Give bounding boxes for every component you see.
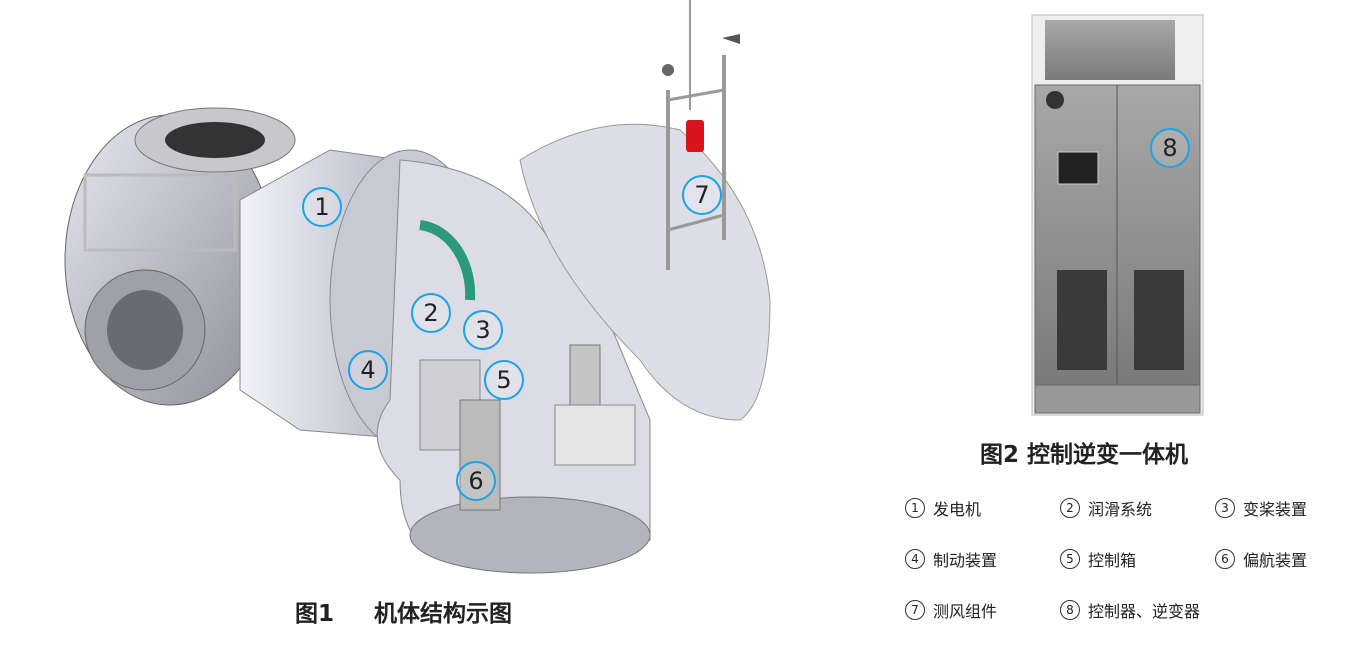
control-cabinet — [1031, 14, 1204, 416]
legend-label: 变桨装置 — [1243, 500, 1308, 519]
legend-item: 8 控制器、逆变器 — [1060, 598, 1200, 622]
legend-item: 2 润滑系统 — [1060, 496, 1152, 520]
callout-1: 1 — [302, 187, 342, 227]
legend-num: 6 — [1215, 549, 1235, 569]
legend-num: 8 — [1060, 600, 1080, 620]
anemometer — [662, 64, 674, 76]
callout-4: 4 — [348, 350, 388, 390]
callout-6: 6 — [456, 461, 496, 501]
legend-item: 1 发电机 — [905, 496, 981, 520]
legend-item: 3 变桨装置 — [1215, 496, 1307, 520]
legend-num: 2 — [1060, 498, 1080, 518]
legend-label: 制动装置 — [933, 551, 998, 570]
legend-label: 测风组件 — [933, 602, 998, 621]
legend-num: 7 — [905, 600, 925, 620]
aviation-beacon — [686, 120, 704, 152]
callout-7: 7 — [682, 175, 722, 215]
legend-label: 偏航装置 — [1243, 551, 1308, 570]
legend-num: 3 — [1215, 498, 1235, 518]
callout-8: 8 — [1150, 128, 1190, 168]
legend-label: 控制箱 — [1088, 551, 1137, 570]
legend-label: 润滑系统 — [1088, 500, 1153, 519]
figure1-label: 图1 — [295, 601, 335, 627]
figure1-caption: 图1 机体结构示图 — [295, 594, 512, 628]
legend-label: 发电机 — [933, 500, 982, 519]
legend-item: 7 测风组件 — [905, 598, 997, 622]
legend-label: 控制器、逆变器 — [1088, 602, 1201, 621]
hub — [64, 107, 296, 406]
figure1-title: 机体结构示图 — [374, 601, 513, 627]
legend-item: 6 偏航装置 — [1215, 547, 1307, 571]
figure2-caption: 图2 控制逆变一体机 — [980, 442, 1189, 468]
legend-num: 4 — [905, 549, 925, 569]
legend-item: 4 制动装置 — [905, 547, 997, 571]
callout-3: 3 — [463, 310, 503, 350]
wind-vane — [722, 34, 740, 44]
legend-item: 5 控制箱 — [1060, 547, 1136, 571]
met-mast — [662, 0, 740, 270]
legend-num: 1 — [905, 498, 925, 518]
legend-num: 5 — [1060, 549, 1080, 569]
callout-2: 2 — [411, 293, 451, 333]
callout-5: 5 — [484, 360, 524, 400]
